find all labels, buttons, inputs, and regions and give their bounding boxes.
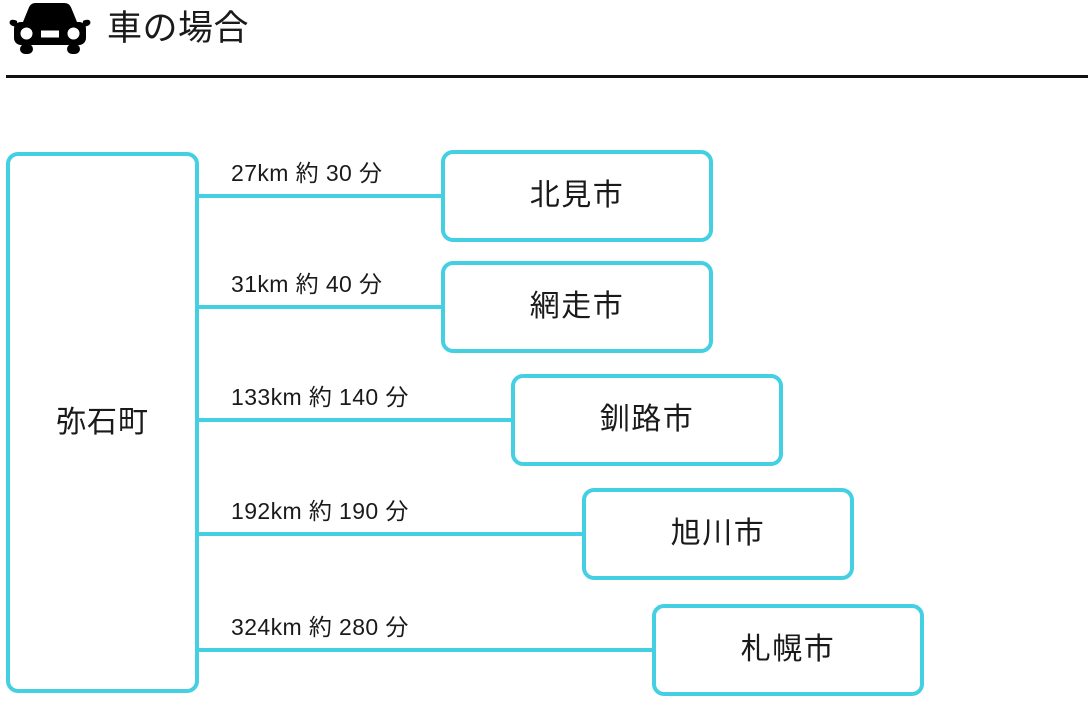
page-header: 車の場合 [0,0,1092,80]
destination-node-5[interactable]: 札幌市 [652,604,924,696]
route-label-5: 324km 約 280 分 [231,614,409,640]
page-title: 車の場合 [107,9,250,48]
destination-node-1[interactable]: 北見市 [441,150,713,242]
route-label-3: 133km 約 140 分 [231,384,409,410]
origin-label: 弥石町 [56,405,149,439]
connector-line-5 [199,648,656,652]
car-front-icon [9,3,91,54]
origin-node[interactable]: 弥石町 [6,152,199,693]
destination-label-2: 網走市 [529,290,625,323]
connector-line-2 [199,305,445,309]
route-label-2: 31km 約 40 分 [231,271,383,297]
connector-line-1 [199,194,445,198]
destination-label-1: 北見市 [529,179,625,212]
destination-node-4[interactable]: 旭川市 [582,488,854,580]
connector-line-4 [199,532,586,536]
destination-node-2[interactable]: 網走市 [441,261,713,353]
route-label-4: 192km 約 190 分 [231,498,409,524]
route-label-1: 27km 約 30 分 [231,160,383,186]
header-divider [6,75,1088,78]
destination-label-4: 旭川市 [670,517,766,550]
connector-line-3 [199,418,515,422]
destination-label-3: 釧路市 [599,403,695,436]
destination-label-5: 札幌市 [740,633,836,666]
destination-node-3[interactable]: 釧路市 [511,374,783,466]
